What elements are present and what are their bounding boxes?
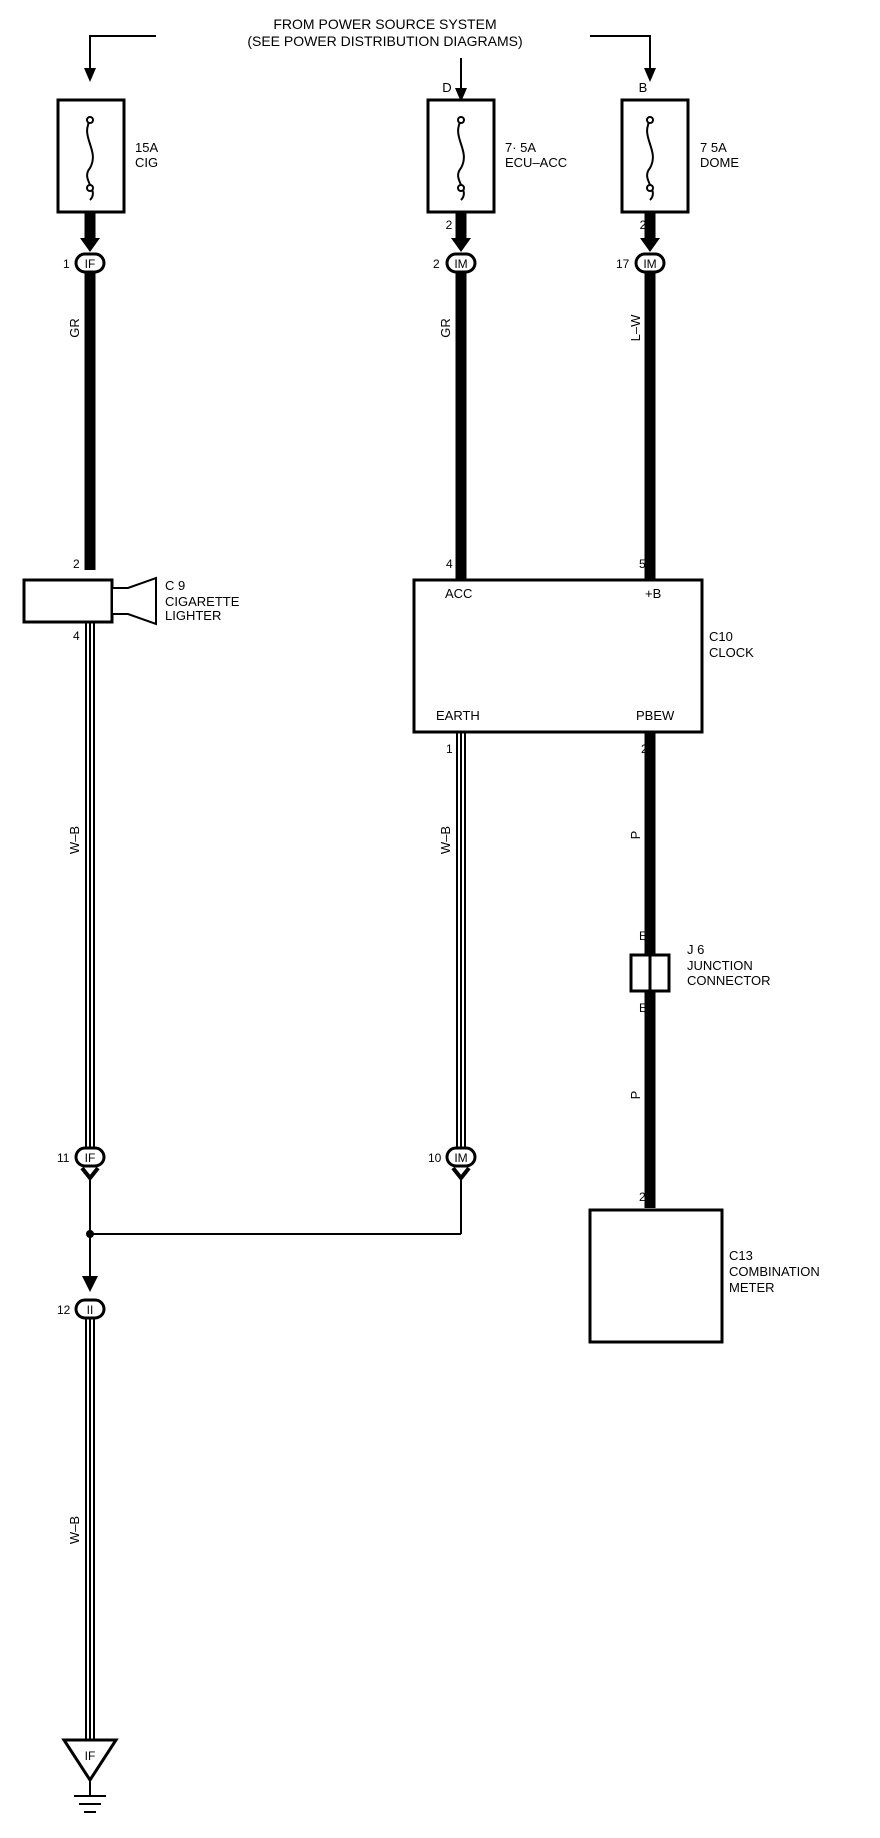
fuse-ecu-acc-rating: 7· 5A — [505, 140, 536, 155]
connector-ii-pin: 12 — [57, 1303, 71, 1317]
wire-wb-mid-label: W–B — [438, 826, 453, 854]
fuse-ecu-acc-in-label: D — [442, 80, 451, 95]
source-line-2: (SEE POWER DISTRIBUTION DIAGRAMS) — [247, 33, 522, 49]
svg-text:IM: IM — [643, 257, 656, 271]
combination-meter-box — [588, 1208, 724, 1344]
ground-splice — [82, 1178, 462, 1292]
junction-pin-top: E — [639, 929, 647, 943]
svg-text:IM: IM — [454, 1151, 467, 1165]
connector-im-dome-pin: 17 — [616, 257, 630, 271]
lighter-pin-top: 2 — [73, 557, 80, 571]
meter-pin: 2 — [639, 1190, 646, 1204]
meter-id: C13 — [729, 1248, 753, 1263]
fuse-dome-out-pin: 2 — [640, 218, 647, 232]
connector-if-top-pin: 1 — [63, 257, 70, 271]
clock-acc-pin: 4 — [446, 557, 453, 571]
lighter-name-2: LIGHTER — [165, 608, 221, 623]
ground-code: IF — [85, 1749, 96, 1763]
fuse-ecu-acc-out-pin: 2 — [446, 218, 453, 232]
connector-im-dome: IM — [634, 252, 666, 274]
clock-name: CLOCK — [709, 645, 754, 660]
fuse-ecu-acc-name: ECU–ACC — [505, 155, 567, 170]
fuse-cig-rating: 15A — [135, 140, 158, 155]
source-feed-right — [590, 35, 656, 82]
fuse-cig-name: CIG — [135, 155, 158, 170]
clock-earth-label: EARTH — [436, 708, 480, 723]
fuse-cig — [56, 98, 126, 214]
clock-id: C10 — [709, 629, 733, 644]
svg-text:IF: IF — [85, 257, 96, 271]
connector-ii: II — [74, 1298, 106, 1320]
connector-im-bottom-pin: 10 — [428, 1151, 442, 1165]
junction-name-1: JUNCTION — [687, 958, 753, 973]
junction-id: J 6 — [687, 942, 704, 957]
wire-wb-bottom-label: W–B — [67, 1516, 82, 1544]
junction-connector — [629, 953, 671, 993]
connector-if-top: IF — [74, 252, 106, 274]
wire-wb-bottom — [85, 1318, 95, 1740]
clock-earth-pin: 1 — [446, 742, 453, 756]
wire-gr-mid-label: GR — [438, 318, 453, 338]
svg-text:II: II — [87, 1303, 94, 1317]
clock-pbew-label: PBEW — [636, 708, 675, 723]
source-line-1: FROM POWER SOURCE SYSTEM — [273, 16, 496, 32]
clock-acc-label: ACC — [445, 586, 472, 601]
wire-gr-left-label: GR — [67, 318, 82, 338]
connector-if-bottom: IF — [74, 1146, 106, 1182]
fuse-output-arrows — [80, 212, 660, 252]
fuse-ecu-acc — [426, 98, 496, 214]
clock-b-label: +B — [645, 586, 661, 601]
fuse-dome-in-label: B — [639, 80, 648, 95]
lighter-name-1: CIGARETTE — [165, 594, 240, 609]
wire-wb-left — [85, 622, 95, 1160]
fuse-dome-rating: 7 5A — [700, 140, 727, 155]
junction-pin-bottom: E — [639, 1001, 647, 1015]
ground-icon — [61, 1738, 119, 1813]
wire-p-lower-label: P — [628, 1091, 643, 1100]
meter-name-1: COMBINATION — [729, 1264, 820, 1279]
connector-if-bottom-pin: 11 — [57, 1151, 70, 1165]
connector-im-acc: IM — [445, 252, 477, 274]
fuse-dome — [620, 98, 690, 214]
svg-text:IM: IM — [454, 257, 467, 271]
source-feed-mid — [455, 58, 467, 102]
source-feed-left — [84, 35, 156, 82]
wire-wb-mid — [456, 732, 466, 1160]
cigarette-lighter — [22, 576, 157, 626]
lighter-pin-bottom: 4 — [73, 629, 80, 643]
fuse-dome-name: DOME — [700, 155, 739, 170]
lighter-id: C 9 — [165, 578, 185, 593]
svg-text:IF: IF — [85, 1151, 96, 1165]
wire-wb-left-label: W–B — [67, 826, 82, 854]
connector-im-acc-pin: 2 — [433, 257, 440, 271]
wire-p-upper-label: P — [628, 831, 643, 840]
junction-name-2: CONNECTOR — [687, 973, 771, 988]
meter-name-2: METER — [729, 1280, 775, 1295]
wire-lw-label: L–W — [628, 314, 643, 341]
clock-b-pin: 5 — [639, 557, 646, 571]
connector-im-bottom: IM — [445, 1146, 477, 1182]
clock-box — [412, 578, 704, 734]
